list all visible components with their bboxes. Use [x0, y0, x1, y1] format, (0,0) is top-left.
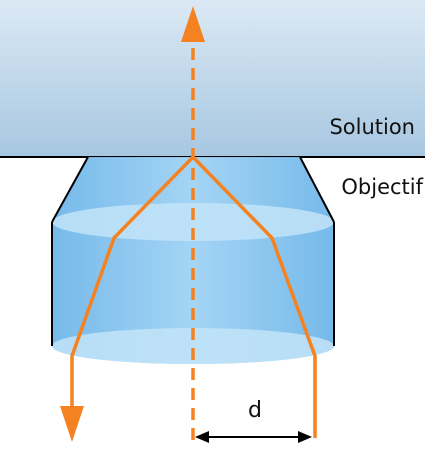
incident-beam: [181, 6, 205, 440]
right-ray: [191, 155, 317, 438]
lens-bottom-ellipse: [52, 328, 334, 364]
objective-label: Objectif: [341, 175, 423, 199]
distance-label: d: [248, 398, 262, 423]
arrow-down-icon: [60, 406, 84, 442]
emitted-rays: [70, 155, 317, 438]
arrow-up-icon: [181, 6, 205, 42]
lens-right-edge-upper: [299, 156, 335, 223]
left-ray: [70, 155, 195, 408]
lens-left-edge-upper: [51, 156, 89, 223]
objective-lens: [51, 156, 335, 364]
distance-indicator: [195, 431, 312, 443]
solution-region: [0, 0, 425, 157]
solution-label: Solution: [329, 115, 415, 139]
